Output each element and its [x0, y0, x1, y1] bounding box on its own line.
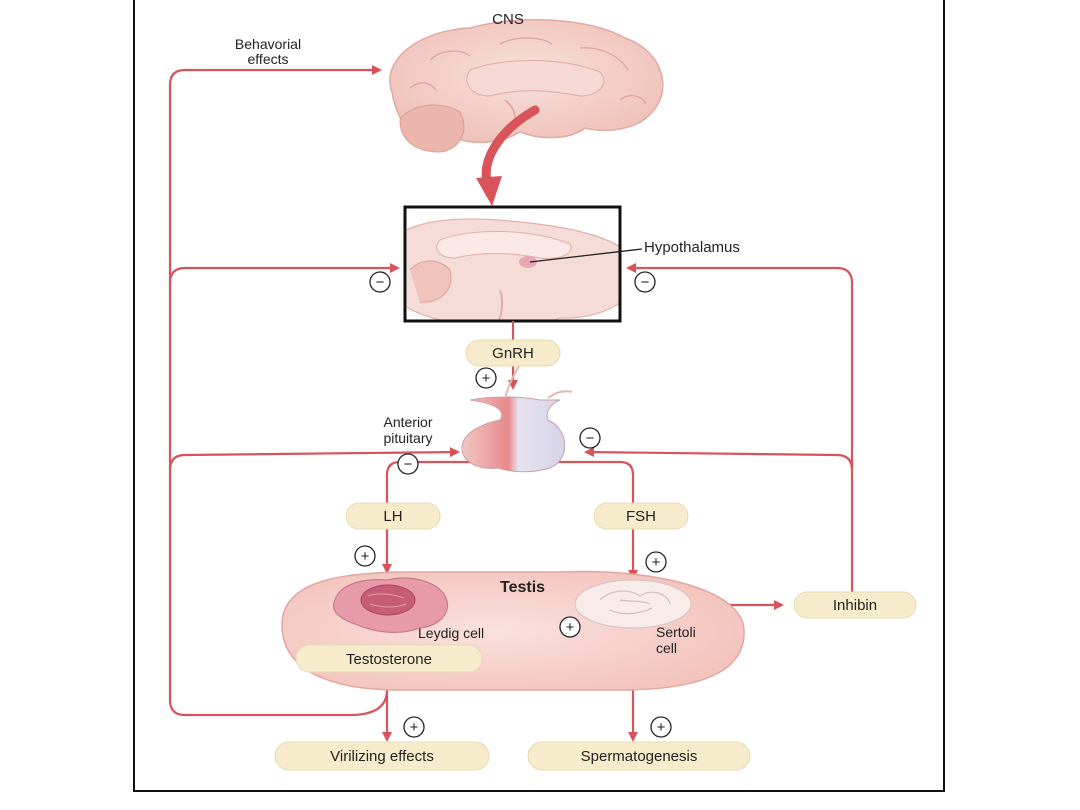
- hypothalamus-pointer: [529, 248, 643, 263]
- anterior-pituitary-label-line2: pituitary: [383, 430, 432, 446]
- plus-sign-gnrh: +: [475, 367, 497, 389]
- minus-sign-hypothalamus-left: −: [369, 271, 391, 293]
- svg-text:+: +: [482, 370, 491, 387]
- hypothalamus-label: Hypothalamus: [644, 239, 740, 256]
- plus-sign-spermatogenesis: +: [650, 716, 672, 738]
- svg-text:+: +: [657, 719, 666, 736]
- gnrh-label: GnRH: [492, 345, 534, 362]
- plus-sign-fsh: +: [645, 551, 667, 573]
- minus-sign-hypothalamus-right: −: [634, 271, 656, 293]
- svg-text:−: −: [641, 274, 650, 291]
- sertoli-cell-label-line1: Sertoli: [656, 624, 696, 640]
- spermatogenesis-label: Spermatogenesis: [581, 748, 698, 765]
- virilizing-effects-pill: Virilizing effects: [274, 741, 490, 771]
- svg-text:−: −: [404, 456, 413, 473]
- svg-text:+: +: [361, 548, 370, 565]
- minus-sign-pituitary-right: −: [579, 427, 601, 449]
- plus-sign-lh: +: [354, 545, 376, 567]
- sign-markers: − − + − − + + +: [354, 271, 672, 738]
- plus-sign-virilizing: +: [403, 716, 425, 738]
- gnrh-pill: GnRH: [465, 339, 561, 367]
- svg-text:−: −: [376, 274, 385, 291]
- lh-label: LH: [383, 508, 402, 525]
- lh-pill: LH: [345, 502, 441, 530]
- svg-text:+: +: [566, 619, 575, 636]
- spermatogenesis-pill: Spermatogenesis: [527, 741, 751, 771]
- brain-illustration: [389, 18, 664, 206]
- behavioral-effects-label-line1: Behavorial: [235, 36, 301, 52]
- svg-text:+: +: [410, 719, 419, 736]
- plus-sign-testosterone-sertoli: +: [559, 616, 581, 638]
- svg-text:+: +: [652, 554, 661, 571]
- leydig-cell-label: Leydig cell: [418, 625, 484, 641]
- inhibin-pill: Inhibin: [793, 591, 917, 619]
- anterior-pituitary-label-line1: Anterior: [383, 414, 432, 430]
- hypothalamus-box: [403, 205, 622, 323]
- testosterone-label: Testosterone: [346, 651, 432, 668]
- svg-text:−: −: [586, 430, 595, 447]
- behavioral-effects-label-line2: effects: [248, 51, 289, 67]
- cns-label: CNS: [492, 11, 524, 28]
- testis-label: Testis: [500, 579, 545, 596]
- minus-sign-pituitary-left: −: [397, 453, 419, 475]
- testosterone-pill: Testosterone: [295, 644, 483, 673]
- sertoli-cell-label-line2: cell: [656, 640, 677, 656]
- fsh-label: FSH: [626, 508, 656, 525]
- virilizing-effects-label: Virilizing effects: [330, 748, 434, 765]
- fsh-pill: FSH: [593, 502, 689, 530]
- inhibin-label: Inhibin: [833, 597, 877, 614]
